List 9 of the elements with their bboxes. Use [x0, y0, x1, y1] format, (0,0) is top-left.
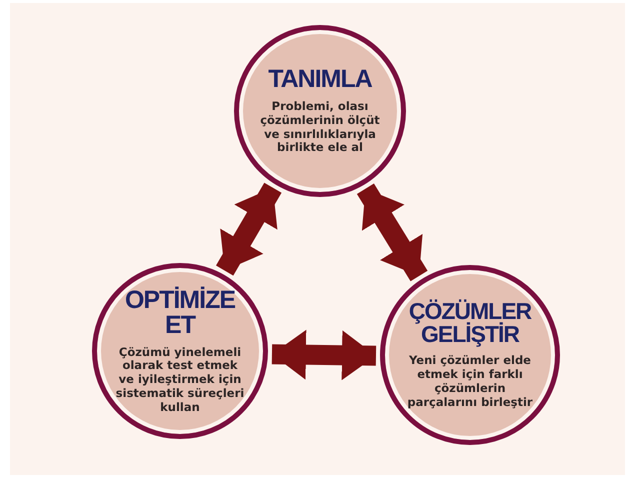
step-description: Yeni çözümler elde etmek için farklı çözümlerin parçalarını birleştir	[406, 354, 534, 410]
step-title: OPTİMİZE ET	[124, 288, 236, 338]
double-arrow	[216, 182, 282, 276]
step-description: Çözümü yinelemeli olarak test etmek ve iyileştirmek için sistematik süreçleri kullan	[115, 346, 245, 414]
step-description: Problemi, olası çözümlerinin ölçüt ve sınırlılıklarıyla birlikte ele al	[259, 100, 381, 156]
step-title: ÇÖZÜMLER GELİŞTİR	[408, 300, 532, 346]
step-title: TANIMLA	[268, 66, 372, 92]
double-arrow	[356, 184, 428, 282]
double-arrow	[272, 330, 376, 380]
